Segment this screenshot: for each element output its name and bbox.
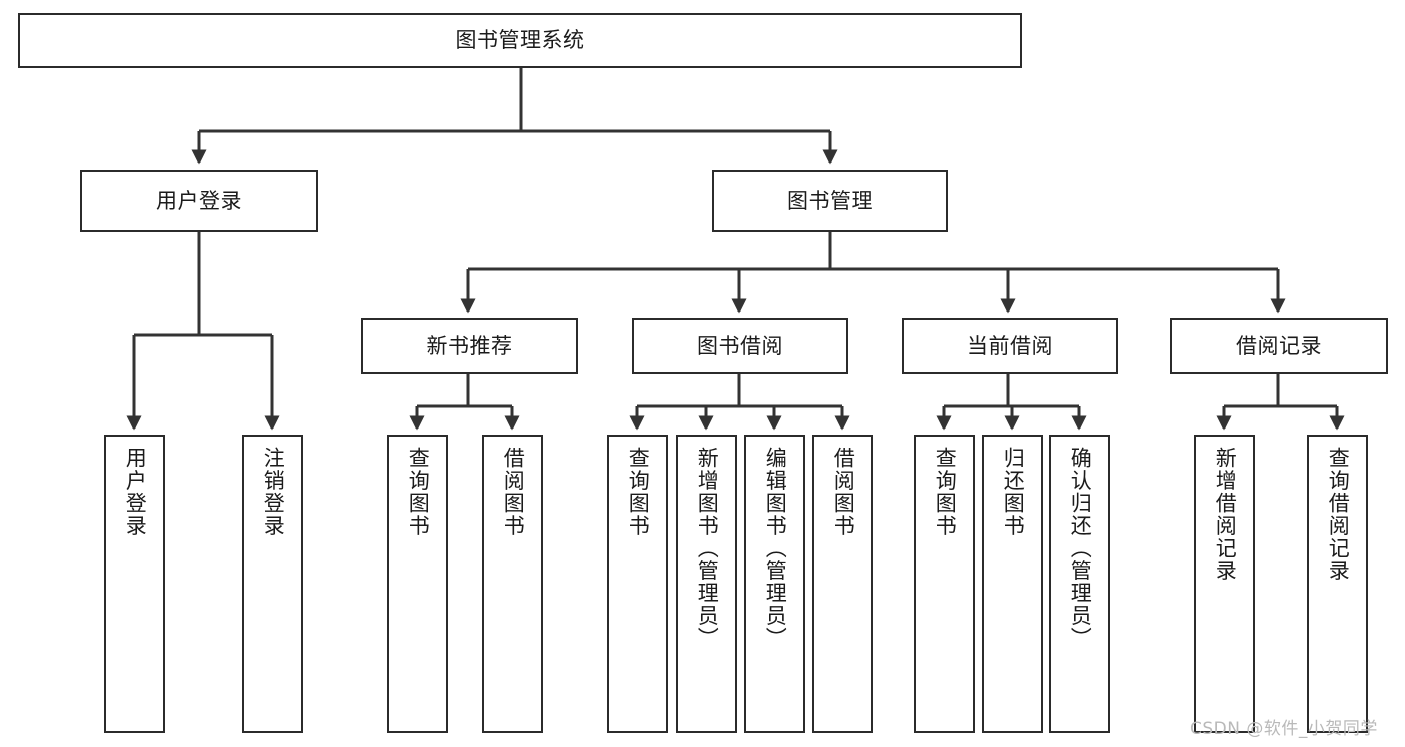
node-label: 注销登录: [261, 447, 286, 537]
node-label: 图书借阅: [697, 333, 783, 358]
node-leaf-query-borrow-record[interactable]: 查询借阅记录: [1307, 435, 1368, 733]
node-book-borrow[interactable]: 图书借阅: [632, 318, 848, 374]
node-label: 用户登录: [123, 447, 148, 537]
node-leaf-add-book-admin[interactable]: 新增图书（管理员）: [676, 435, 737, 733]
node-root-book-management-system[interactable]: 图书管理系统: [18, 13, 1022, 68]
node-leaf-confirm-return-admin[interactable]: 确认归还（管理员）: [1049, 435, 1110, 733]
node-new-book-recommend[interactable]: 新书推荐: [361, 318, 578, 374]
node-label: 图书管理: [787, 188, 873, 213]
node-label: 图书管理系统: [455, 28, 585, 53]
node-label: 新书推荐: [426, 333, 513, 358]
node-leaf-add-borrow-record[interactable]: 新增借阅记录: [1194, 435, 1255, 733]
node-leaf-query-book-current[interactable]: 查询图书: [914, 435, 975, 733]
node-leaf-logout[interactable]: 注销登录: [242, 435, 303, 733]
node-label: 用户登录: [156, 188, 242, 213]
node-label: 查询图书: [406, 447, 431, 537]
node-leaf-borrow-book[interactable]: 借阅图书: [812, 435, 873, 733]
node-label: 借阅记录: [1236, 333, 1322, 358]
node-leaf-query-book-newbook[interactable]: 查询图书: [387, 435, 448, 733]
node-leaf-query-book-borrow[interactable]: 查询图书: [607, 435, 668, 733]
node-user-login[interactable]: 用户登录: [80, 170, 318, 232]
node-leaf-borrow-book-newbook[interactable]: 借阅图书: [482, 435, 543, 733]
node-label: 新增借阅记录: [1213, 447, 1238, 582]
node-label: 借阅图书: [831, 447, 856, 537]
node-current-borrow[interactable]: 当前借阅: [902, 318, 1118, 374]
node-book-management[interactable]: 图书管理: [712, 170, 948, 232]
node-label: 查询图书: [933, 447, 958, 537]
node-label: 借阅图书: [501, 447, 526, 537]
node-leaf-edit-book-admin[interactable]: 编辑图书（管理员）: [744, 435, 805, 733]
node-label: 新增图书（管理员）: [695, 447, 720, 650]
node-label: 确认归还（管理员）: [1068, 447, 1093, 650]
node-label: 当前借阅: [967, 333, 1053, 358]
node-label: 查询图书: [626, 447, 651, 537]
node-label: 归还图书: [1001, 447, 1026, 537]
node-borrow-record[interactable]: 借阅记录: [1170, 318, 1388, 374]
node-leaf-return-book[interactable]: 归还图书: [982, 435, 1043, 733]
node-label: 编辑图书（管理员）: [763, 447, 788, 650]
node-label: 查询借阅记录: [1326, 447, 1351, 582]
node-leaf-user-login[interactable]: 用户登录: [104, 435, 165, 733]
